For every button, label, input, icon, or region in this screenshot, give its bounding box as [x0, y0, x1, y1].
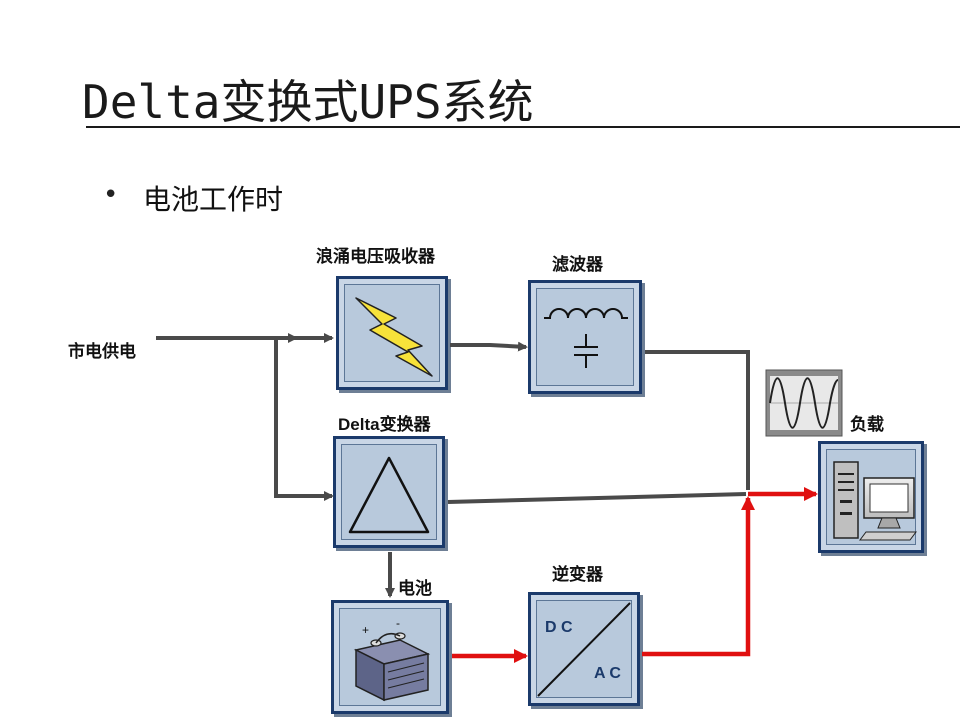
- mains-input-line: [156, 333, 334, 501]
- delta-triangle-icon: [348, 456, 430, 534]
- battery-plus-text: +: [362, 623, 369, 637]
- filter-box: [528, 280, 642, 394]
- bullet-text: 电池工作时: [143, 183, 284, 216]
- title-underline: [86, 126, 960, 128]
- inverter-to-load-line: [642, 496, 755, 657]
- inverter-dc-text: D C: [545, 619, 573, 636]
- delta-converter-label: Delta变换器: [338, 415, 431, 434]
- delta-to-junction-line: [447, 492, 747, 504]
- battery-label: 电池: [398, 579, 432, 599]
- lightning-icon: [355, 297, 433, 377]
- inverter-diagonal-icon: [537, 602, 631, 697]
- slide-title: Delta变换式UPS系统: [82, 75, 534, 129]
- filter-to-load-line: [645, 350, 750, 490]
- capacitor-icon: [574, 334, 598, 368]
- mains-label: 市电供电: [68, 342, 136, 362]
- surge-absorber-label: 浪涌电压吸收器: [316, 247, 435, 267]
- sine-wave-icon: [765, 369, 843, 437]
- computer-icon: [833, 461, 917, 541]
- inverter-label: 逆变器: [552, 565, 603, 585]
- inductor-icon: [544, 308, 628, 319]
- filter-label: 滤波器: [552, 255, 603, 275]
- surge-to-filter-line: [450, 341, 528, 352]
- bullet-dot: •: [103, 180, 119, 210]
- battery-icon: [353, 632, 431, 702]
- load-label: 负载: [850, 415, 884, 435]
- inverter-ac-text: A C: [594, 665, 621, 682]
- battery-minus-text: -: [396, 616, 400, 630]
